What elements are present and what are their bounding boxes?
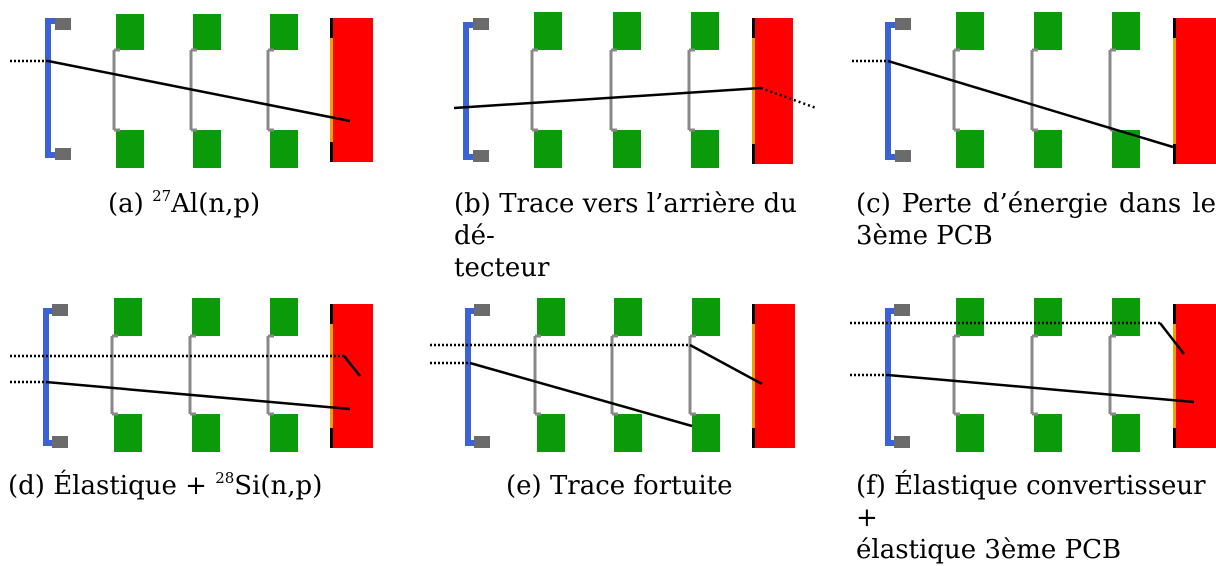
pcb-3 bbox=[1108, 298, 1140, 452]
pcb-1 bbox=[952, 12, 984, 168]
detector-diagram-e bbox=[430, 298, 795, 452]
panel-b: (b) Trace vers l’arrière du dé- tecteur bbox=[418, 10, 817, 283]
pcb-2 bbox=[188, 298, 220, 452]
calorimeter bbox=[755, 18, 793, 164]
detector-diagram-f bbox=[850, 298, 1216, 452]
pcb-1 bbox=[530, 12, 562, 168]
pcb-3 bbox=[266, 298, 298, 452]
pcb-1 bbox=[952, 298, 984, 452]
pcb-1 bbox=[533, 298, 565, 452]
detector-diagram-c bbox=[852, 12, 1216, 168]
pcb-3 bbox=[688, 298, 720, 452]
pcb-3 bbox=[687, 12, 719, 168]
calorimeter bbox=[333, 18, 373, 162]
caption-f: (f) Élastique convertisseur + élastique … bbox=[856, 471, 1206, 565]
pcb-2 bbox=[610, 298, 642, 452]
caption-b: (b) Trace vers l’arrière du dé- tecteur bbox=[454, 189, 797, 283]
detector-diagram-a bbox=[10, 14, 373, 168]
calorimeter bbox=[333, 304, 373, 448]
panel-f: (f) Élastique convertisseur + élastique … bbox=[840, 290, 1216, 565]
caption-d: (d) Élastique + 28Si(n,p) bbox=[8, 469, 323, 502]
calorimeter bbox=[755, 304, 795, 448]
pcb-2 bbox=[1030, 12, 1062, 168]
calorimeter bbox=[1176, 18, 1216, 164]
detector-diagram-b bbox=[453, 12, 817, 168]
caption-e: (e) Trace fortuite bbox=[506, 471, 733, 501]
caption-c: (c) Perte d’énergie dans le 3ème PCB bbox=[856, 189, 1216, 251]
pcb-2 bbox=[1030, 298, 1062, 452]
panel-e: (e) Trace fortuite bbox=[418, 290, 798, 550]
pcb-1 bbox=[112, 14, 144, 168]
pcb-2 bbox=[609, 12, 641, 168]
panel-a: (a) 27Al(n,p) bbox=[0, 10, 380, 270]
caption-a: (a) 27Al(n,p) bbox=[108, 187, 261, 220]
detector-diagram-d bbox=[10, 298, 373, 452]
calorimeter bbox=[1176, 304, 1216, 448]
pcb-3 bbox=[266, 14, 298, 168]
pcb-1 bbox=[110, 298, 142, 452]
pcb-3 bbox=[1108, 12, 1140, 168]
panel-d: (d) Élastique + 28Si(n,p) bbox=[0, 290, 380, 550]
panel-c: (c) Perte d’énergie dans le 3ème PCB bbox=[840, 10, 1216, 270]
